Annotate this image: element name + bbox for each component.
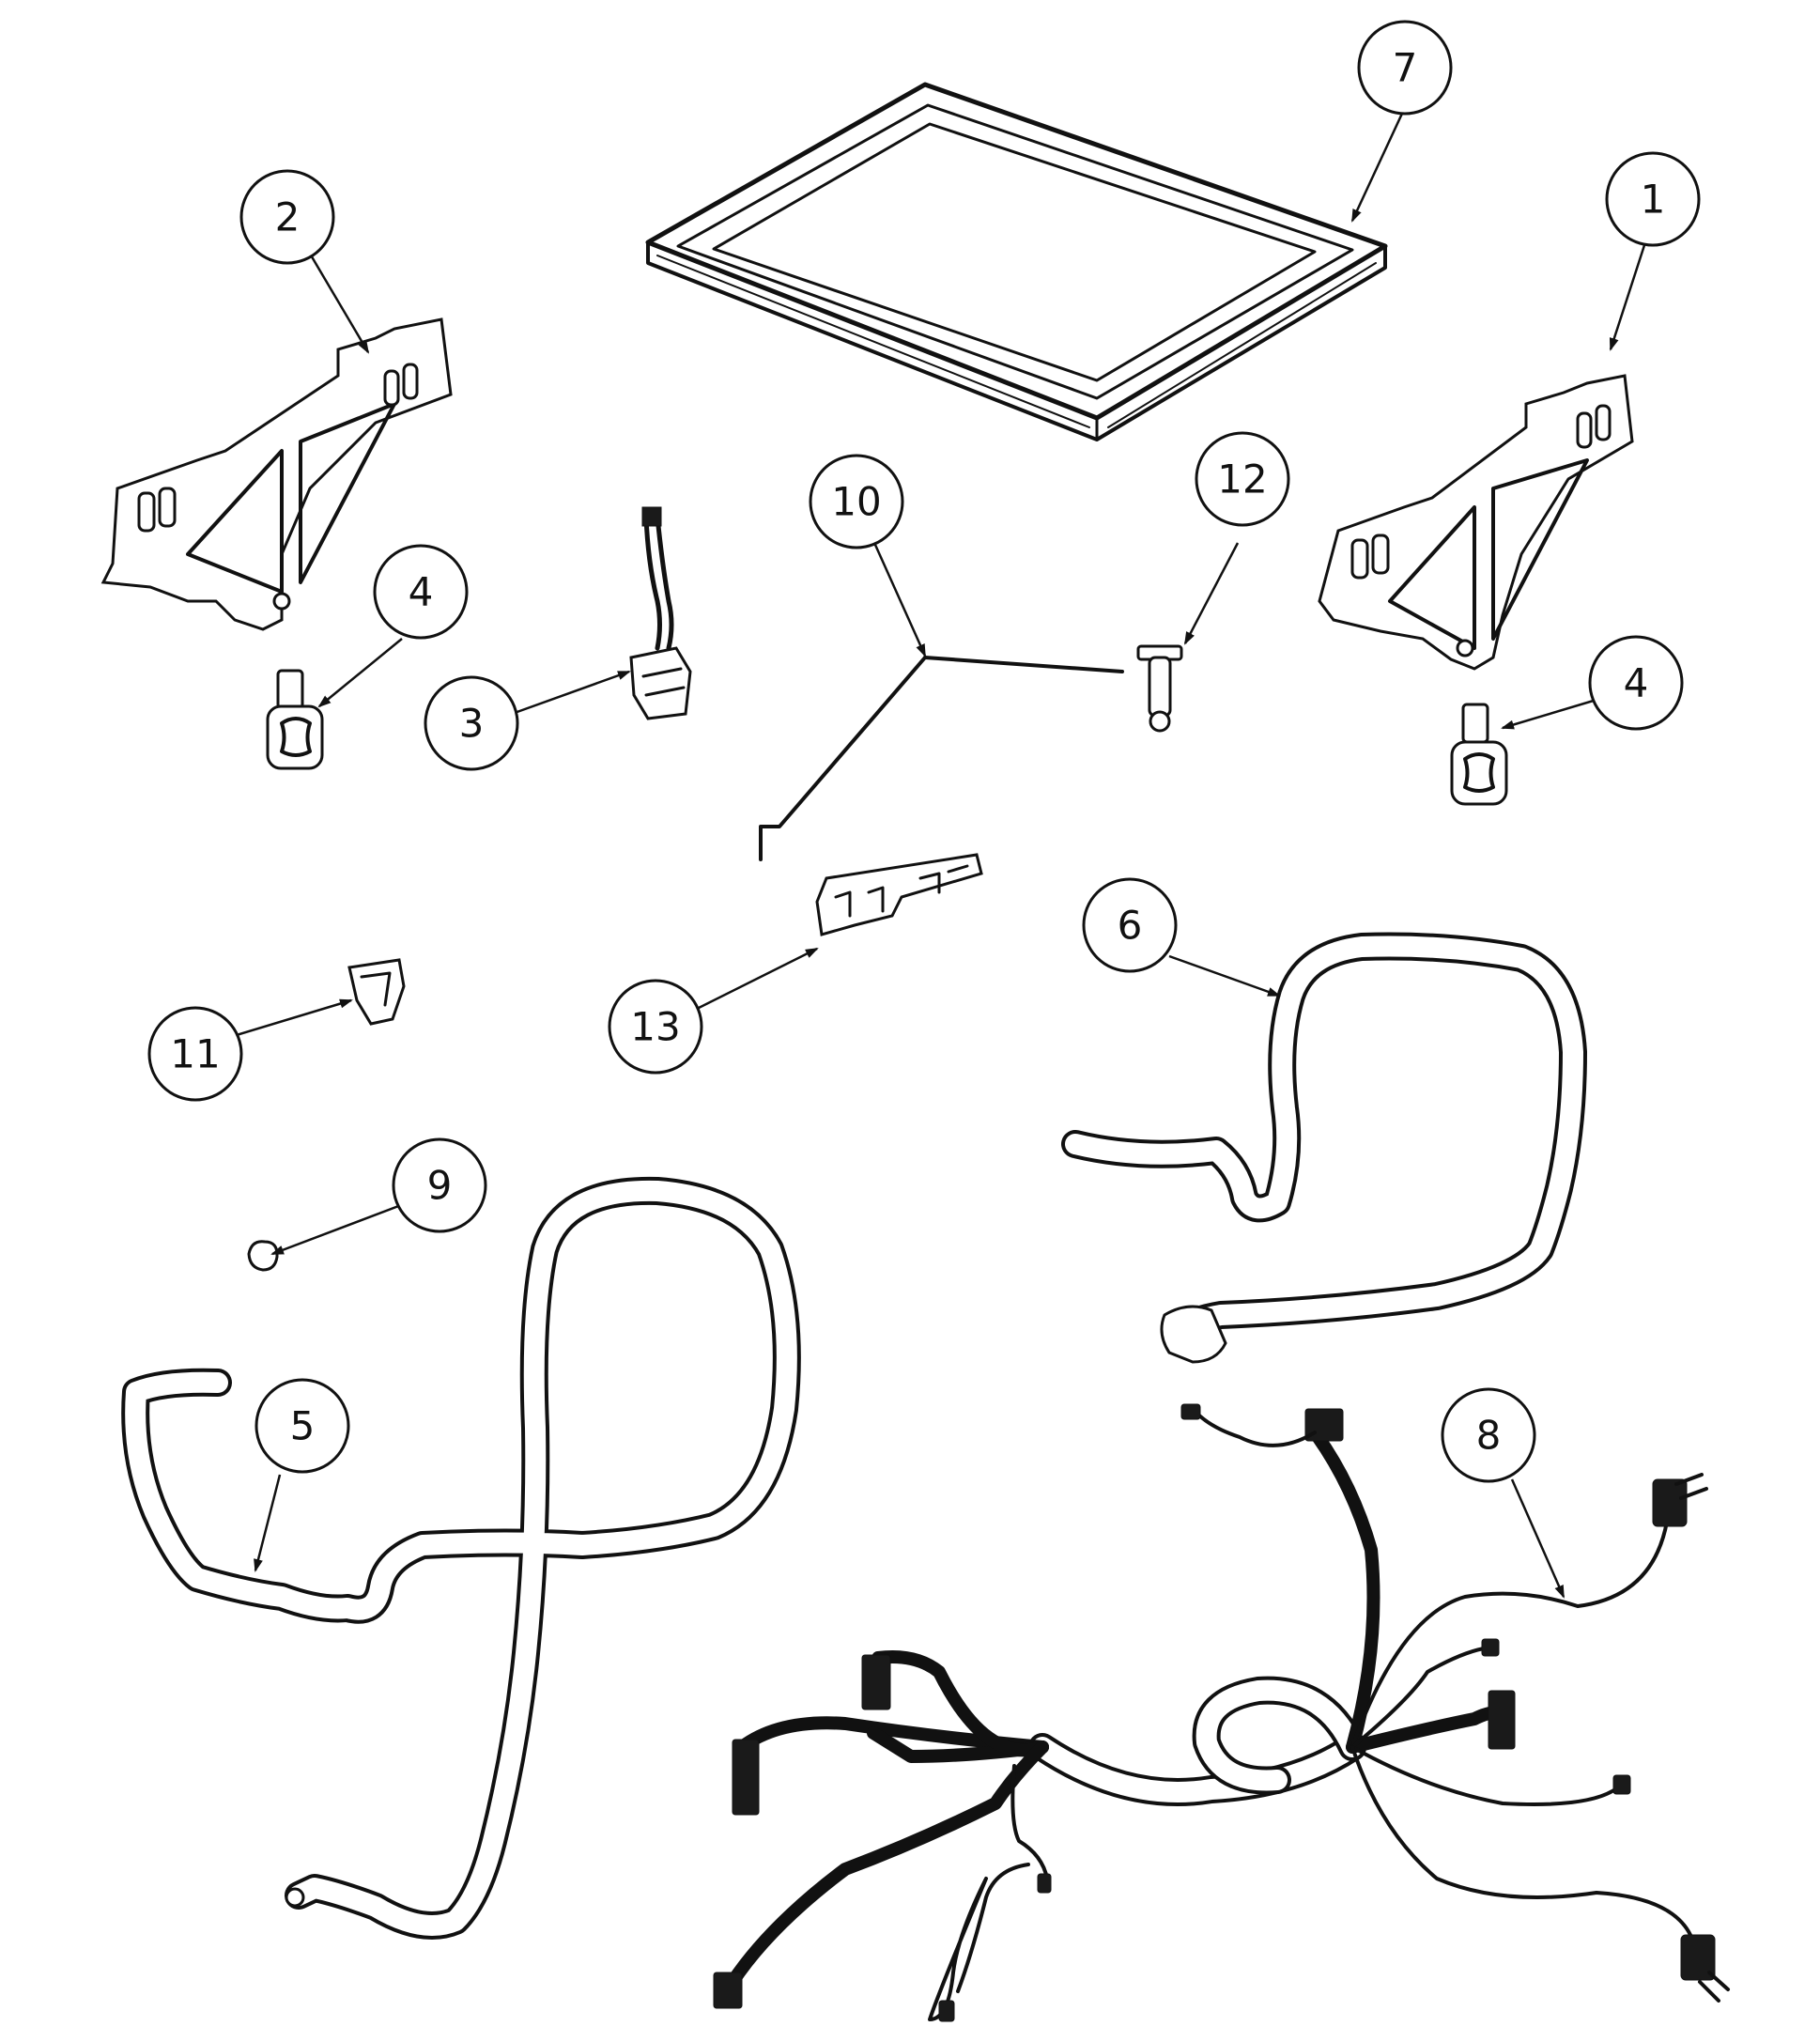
- callout-4-left-label: 4: [409, 569, 434, 615]
- callout-6: 6: [1082, 877, 1178, 973]
- part-6-hose: [1061, 932, 1587, 1364]
- callout-8-label: 8: [1476, 1413, 1502, 1459]
- leader-lines: [226, 88, 1647, 1599]
- callout-2: 2: [239, 169, 335, 265]
- callout-12-label: 12: [1217, 456, 1267, 503]
- callout-6-label: 6: [1118, 903, 1143, 949]
- part-11-small-bracket: [347, 958, 406, 1026]
- callout-1: 1: [1605, 151, 1701, 247]
- callout-4-right: 4: [1588, 635, 1684, 731]
- callout-13: 13: [608, 979, 703, 1075]
- callout-7-label: 7: [1393, 45, 1418, 91]
- part-7-top-frame: [645, 82, 1388, 441]
- part-4-clip-right: [1450, 703, 1508, 806]
- part-12-pin: [1136, 644, 1183, 733]
- callout-9-label: 9: [427, 1163, 453, 1209]
- part-10-rod: [759, 656, 1124, 861]
- callout-1-label: 1: [1641, 177, 1666, 223]
- callout-11-label: 11: [170, 1031, 220, 1077]
- callout-5-label: 5: [290, 1403, 316, 1449]
- callout-3: 3: [424, 675, 519, 771]
- part-9-grommet: [247, 1240, 279, 1272]
- callout-5: 5: [254, 1378, 350, 1474]
- part-2-left-bracket: [100, 317, 453, 631]
- part-5-hose: [121, 1176, 801, 1940]
- callout-3-label: 3: [459, 701, 485, 747]
- callout-7: 7: [1357, 20, 1453, 116]
- callout-4-left: 4: [373, 544, 469, 640]
- callout-10-label: 10: [831, 479, 881, 525]
- part-13-hinge: [815, 853, 983, 936]
- callout-13-label: 13: [630, 1004, 680, 1050]
- part-4-clip-left: [266, 669, 324, 770]
- callout-2-label: 2: [275, 194, 301, 240]
- callout-11: 11: [147, 1006, 243, 1102]
- callout-8: 8: [1441, 1387, 1536, 1483]
- part-3-sensor: [629, 506, 692, 720]
- callout-4-right-label: 4: [1624, 660, 1649, 706]
- callout-10: 10: [809, 454, 904, 549]
- callout-9: 9: [392, 1137, 487, 1233]
- part-1-right-bracket: [1318, 374, 1634, 671]
- callout-12: 12: [1195, 431, 1290, 527]
- part-8-wiring-harness: [713, 1403, 1730, 2022]
